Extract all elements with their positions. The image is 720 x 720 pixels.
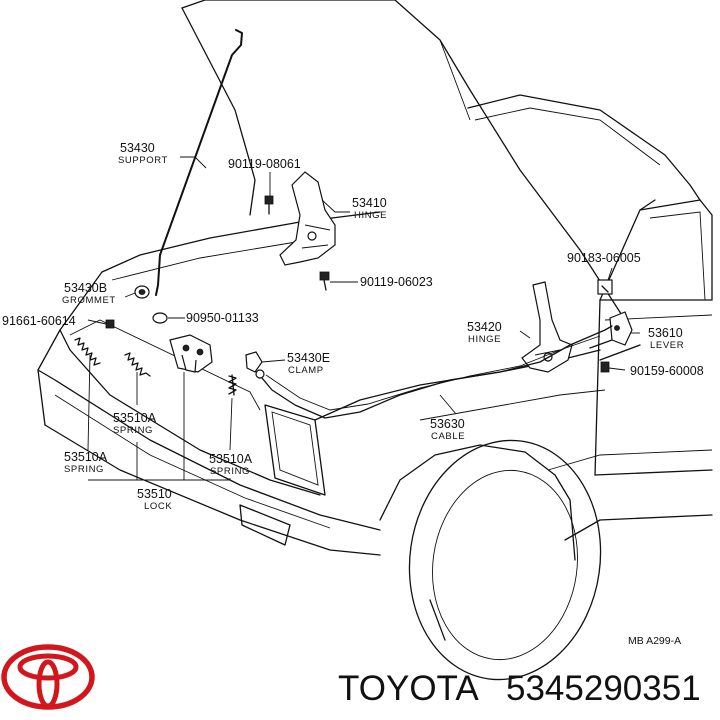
label-name: SPRING	[210, 466, 250, 477]
label-lock: 53510 LOCK	[137, 487, 172, 512]
label-number: 53430E	[287, 351, 330, 365]
label-number: 53510A	[113, 411, 157, 425]
label-grommet: 53430B GROMMET	[62, 281, 116, 306]
label-name: GROMMET	[62, 295, 116, 306]
grommet-part	[134, 285, 150, 299]
label-number: 53420	[467, 320, 502, 334]
label-name: HINGE	[354, 210, 387, 221]
part-number: 5345290351	[506, 669, 701, 708]
clamp-part	[245, 351, 265, 379]
label-number: 90183-06005	[567, 251, 641, 265]
left-hinge-part	[279, 171, 336, 266]
label-number: 90950-01133	[186, 311, 259, 325]
label-hinge-left: 53410 HINGE	[352, 196, 387, 221]
label-cushion: 90950-01133	[186, 311, 259, 325]
label-support: 53430 SUPPORT	[118, 141, 168, 166]
release-cable-part	[261, 325, 613, 419]
label-name: CLAMP	[288, 365, 324, 376]
label-number: 91661-60614	[2, 314, 76, 328]
label-number: 53510	[137, 487, 172, 501]
label-bolt-top: 90119-08061	[228, 157, 301, 171]
bolt-mid-part	[319, 271, 330, 291]
clip-right-part	[597, 279, 613, 295]
brand-name: TOYOTA	[338, 669, 479, 708]
label-number: 90119-08061	[228, 157, 301, 171]
cushion-part	[152, 312, 168, 324]
clip-left-part	[105, 319, 115, 329]
lock-assembly-part	[169, 334, 213, 373]
drawing-reference: MB A299-A	[628, 635, 681, 647]
support-rod-part	[155, 29, 243, 296]
label-clip-left: 91661-60614	[2, 314, 76, 328]
label-name: SPRING	[64, 464, 104, 475]
label-name: CABLE	[431, 431, 465, 442]
label-spring-b: 53510A SPRING	[64, 450, 108, 475]
label-number: 53430	[120, 141, 155, 155]
label-number: 53510A	[209, 452, 253, 466]
label-name: LOCK	[144, 501, 172, 512]
label-number: 53630	[430, 417, 465, 431]
label-name: SUPPORT	[118, 155, 168, 166]
label-name: HINGE	[468, 334, 501, 345]
label-clip-right-top: 90183-06005	[567, 251, 641, 265]
label-bolt-mid: 90119-06023	[360, 275, 433, 289]
label-name: LEVER	[650, 340, 684, 351]
label-number: 90159-60008	[630, 364, 704, 378]
lever-part	[609, 311, 633, 346]
label-number: 53430B	[64, 281, 107, 295]
toyota-logo	[1, 644, 95, 710]
label-number: 53610	[648, 326, 683, 340]
label-bolt-right: 90159-60008	[630, 364, 704, 378]
bolt-top-part	[264, 195, 274, 215]
label-number: 53410	[352, 196, 387, 210]
springs-part	[74, 337, 237, 396]
label-hinge-right: 53420 HINGE	[467, 320, 502, 345]
car-body-drawing	[37, 0, 713, 681]
label-clamp: 53430E CLAMP	[287, 351, 330, 376]
leader-lines	[87, 156, 640, 481]
label-name: SPRING	[113, 425, 153, 436]
label-lever: 53610 LEVER	[648, 326, 684, 351]
label-spring-c: 53510A SPRING	[209, 452, 253, 477]
label-number: 90119-06023	[360, 275, 433, 289]
label-spring-a: 53510A SPRING	[113, 411, 157, 436]
label-number: 53510A	[64, 450, 108, 464]
bolt-right-part	[600, 361, 610, 373]
label-cable: 53630 CABLE	[430, 417, 465, 442]
